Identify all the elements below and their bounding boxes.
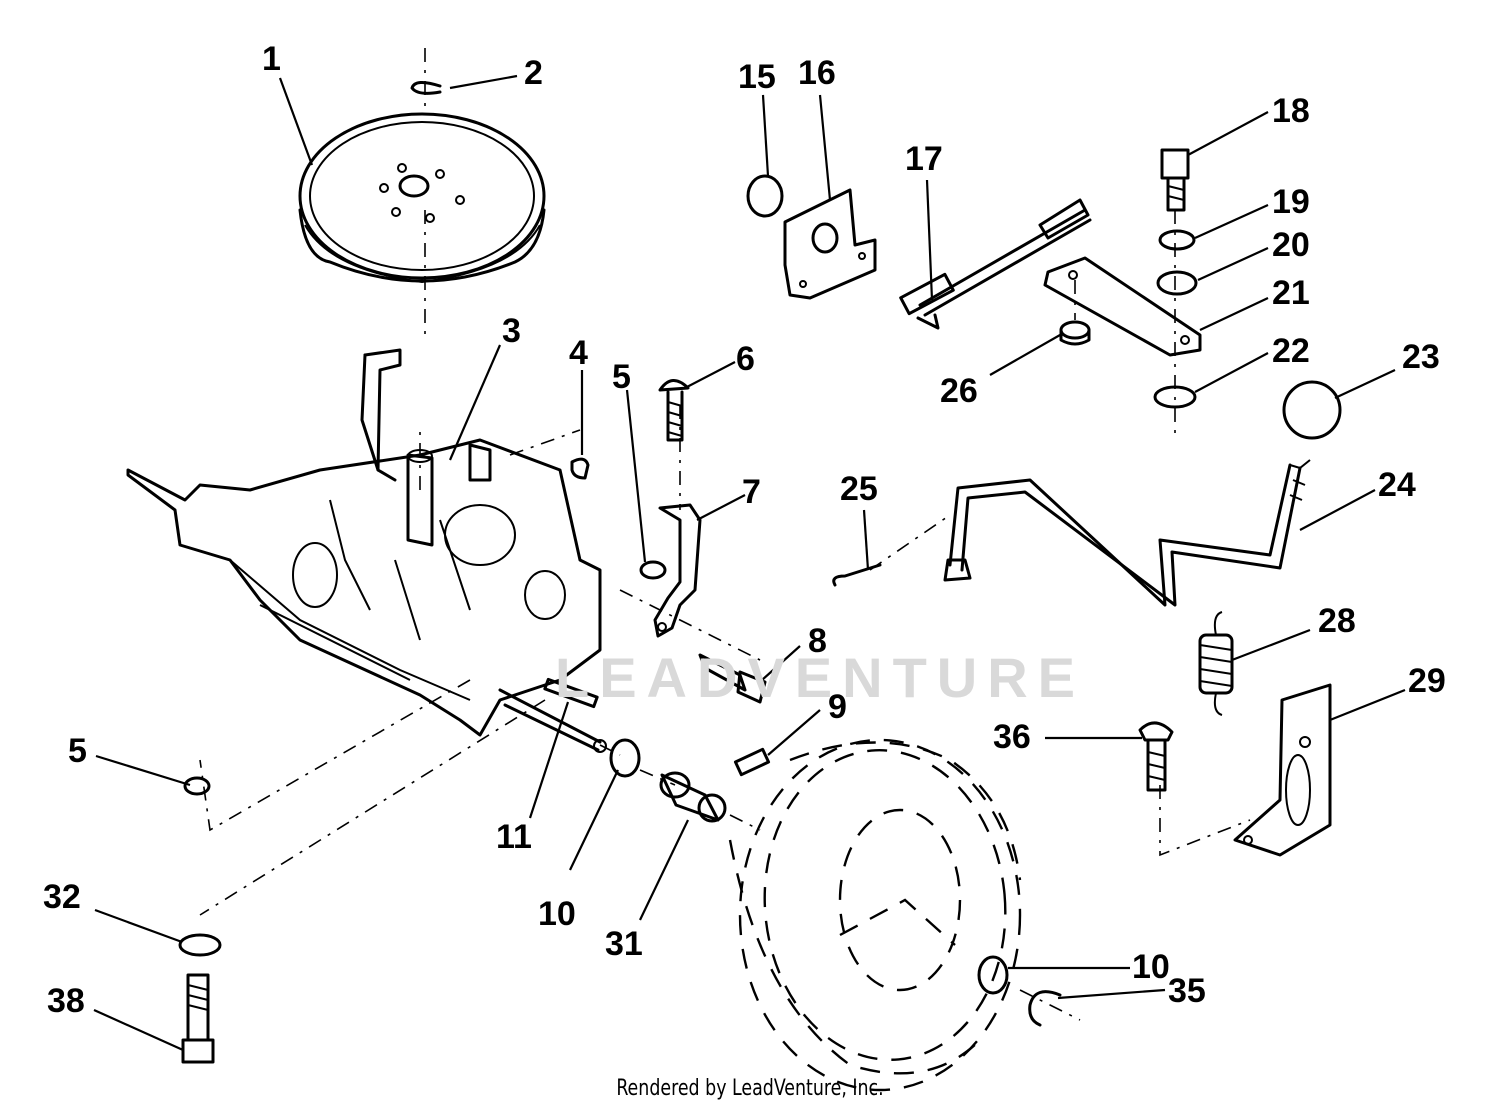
callout-5-upper: 5 xyxy=(612,358,631,396)
callout-3: 3 xyxy=(502,312,521,350)
washer-10-left xyxy=(609,738,641,778)
callout-29: 29 xyxy=(1408,662,1446,700)
callout-35: 35 xyxy=(1168,972,1206,1010)
callout-32: 32 xyxy=(43,878,81,916)
footer-credit: Rendered by LeadVenture, Inc. xyxy=(616,1076,884,1101)
callout-4: 4 xyxy=(569,334,588,372)
knob-23 xyxy=(1282,380,1342,440)
callout-19: 19 xyxy=(1272,183,1310,221)
callout-5-lower: 5 xyxy=(68,732,87,770)
callout-21: 21 xyxy=(1272,274,1310,312)
callout-6: 6 xyxy=(736,340,755,378)
bracket-16 xyxy=(783,188,877,300)
callout-38: 38 xyxy=(47,982,85,1020)
washer-10-right xyxy=(977,955,1009,995)
leader-lines xyxy=(93,74,1406,1052)
alignment-lines xyxy=(199,48,1251,1021)
callouts: 1 2 3 4 5 5 6 7 8 9 10 10 11 15 16 17 18… xyxy=(43,40,1446,1020)
callout-16: 16 xyxy=(798,54,836,92)
pulley xyxy=(298,112,546,284)
callout-8: 8 xyxy=(808,622,827,660)
washer-20 xyxy=(1156,270,1198,296)
rod-17 xyxy=(899,198,1092,330)
callout-36: 36 xyxy=(993,718,1031,756)
spacer-26 xyxy=(1059,320,1091,346)
screw-36 xyxy=(1138,721,1174,792)
callout-7: 7 xyxy=(742,473,761,511)
watermark: LEADVENTURE xyxy=(555,646,1086,709)
callout-22: 22 xyxy=(1272,332,1310,370)
transaxle xyxy=(126,348,607,753)
callout-15: 15 xyxy=(738,58,776,96)
cotter-pin-25 xyxy=(832,563,882,587)
callout-17: 17 xyxy=(905,140,943,178)
spring-28 xyxy=(1198,611,1234,716)
callout-9: 9 xyxy=(828,688,847,726)
key-11 xyxy=(543,677,599,709)
bracket-7 xyxy=(653,503,702,638)
callout-20: 20 xyxy=(1272,226,1310,264)
bolt-8 xyxy=(698,653,767,704)
carriage-bolt-6 xyxy=(658,379,690,442)
retaining-clip xyxy=(410,81,442,95)
callout-26: 26 xyxy=(940,372,978,410)
washer-32 xyxy=(178,933,222,957)
callout-1: 1 xyxy=(262,40,281,78)
spring-pin-9 xyxy=(733,747,771,777)
callout-28: 28 xyxy=(1318,602,1356,640)
callout-24: 24 xyxy=(1378,466,1416,504)
callout-10-right: 10 xyxy=(1132,948,1170,986)
link-21 xyxy=(1043,256,1202,357)
shift-lever-24 xyxy=(943,459,1311,607)
callout-31: 31 xyxy=(605,925,643,963)
callout-2: 2 xyxy=(524,54,543,92)
callout-23: 23 xyxy=(1402,338,1440,376)
bolt-18 xyxy=(1160,148,1190,212)
nut-5 xyxy=(639,560,667,580)
wheel xyxy=(728,738,1022,1092)
nut-5-bottom xyxy=(183,776,211,796)
washer-15 xyxy=(746,174,784,218)
bracket-29 xyxy=(1233,683,1332,857)
bolt-38 xyxy=(181,973,215,1064)
spacer-31 xyxy=(659,771,727,823)
callout-25: 25 xyxy=(840,470,878,508)
washer-22 xyxy=(1153,385,1197,409)
retaining-ring-35 xyxy=(1028,990,1062,1027)
callout-11: 11 xyxy=(496,818,532,856)
lockwasher-19 xyxy=(1158,229,1196,251)
key-4 xyxy=(570,457,590,480)
callout-18: 18 xyxy=(1272,92,1310,130)
callout-10-left: 10 xyxy=(538,895,576,933)
